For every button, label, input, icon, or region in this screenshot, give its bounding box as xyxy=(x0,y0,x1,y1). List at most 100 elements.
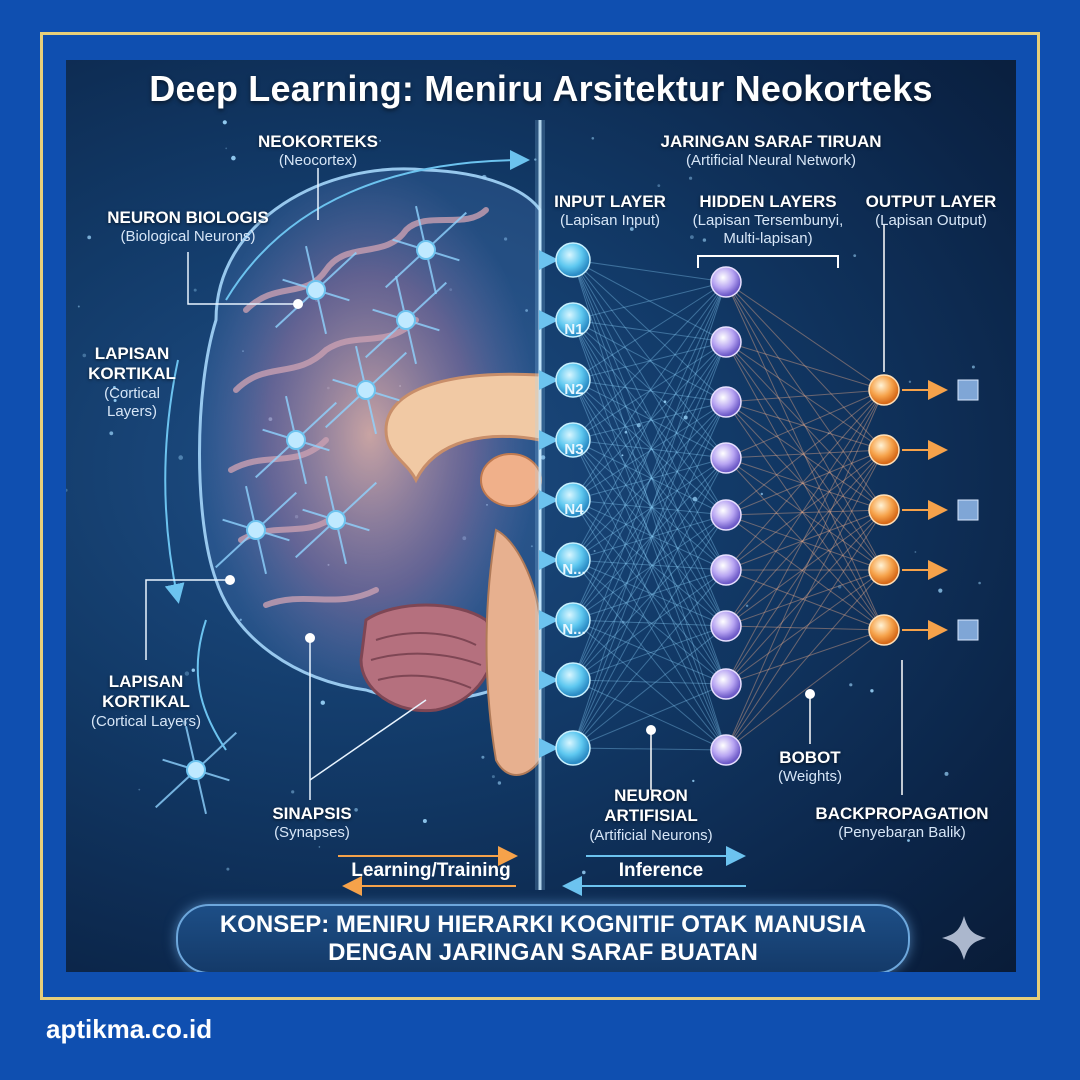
connection-line xyxy=(572,559,727,627)
star-particle xyxy=(657,184,661,187)
connection-line xyxy=(572,499,727,516)
connection-line xyxy=(572,457,727,749)
star-particle xyxy=(849,683,853,687)
connection-line xyxy=(572,281,727,501)
star-particle xyxy=(82,353,87,358)
connection-line xyxy=(725,457,885,511)
input-node-label: N... xyxy=(562,621,586,638)
connection-line xyxy=(572,559,727,685)
concept-banner: KONSEP: MENIRU HIERARKI KOGNITIF OTAK MA… xyxy=(176,904,910,972)
label-input-layer: INPUT LAYER (Lapisan Input) xyxy=(554,192,666,230)
connection-line xyxy=(572,439,727,627)
output-node xyxy=(868,434,900,466)
neuron-soma xyxy=(246,520,266,540)
star-particle xyxy=(109,431,114,436)
leader-synapse-2 xyxy=(309,699,427,781)
connection-line xyxy=(572,499,727,571)
input-node xyxy=(555,730,591,766)
connection-line xyxy=(572,341,727,621)
star-particle xyxy=(692,779,695,783)
label-biological-neurons: NEURON BIOLOGIS (Biological Neurons) xyxy=(107,208,269,246)
brain-folds xyxy=(228,207,489,608)
connection-line xyxy=(572,457,727,561)
connection-line xyxy=(725,514,885,631)
connection-line xyxy=(572,457,727,501)
connection-line xyxy=(572,379,727,571)
brain-stem xyxy=(485,528,541,776)
input-node-label: N1 xyxy=(564,321,584,338)
star-particle xyxy=(870,689,874,693)
label-cortical-layers-bottom: LAPISAN KORTIKAL (Cortical Layers) xyxy=(90,672,202,730)
connection-line xyxy=(572,259,727,685)
connection-line xyxy=(725,281,885,391)
label-synapses: SINAPSIS (Synapses) xyxy=(272,804,352,842)
connection-line xyxy=(725,509,885,627)
connection-line xyxy=(572,281,727,381)
connection-line xyxy=(572,281,727,681)
connection-line xyxy=(725,341,885,451)
hidden-node xyxy=(710,668,742,700)
star-particle xyxy=(318,846,321,848)
connection-line xyxy=(572,625,727,749)
hidden-node xyxy=(710,326,742,358)
connection-line xyxy=(725,389,885,516)
neuron-soma xyxy=(396,310,416,330)
connection-line xyxy=(572,401,727,681)
connection-line xyxy=(725,625,885,631)
site-url[interactable]: aptikma.co.id xyxy=(46,1014,213,1044)
hidden-node xyxy=(710,499,742,531)
output-node xyxy=(868,494,900,526)
star-particle xyxy=(193,288,197,292)
neuron-soma xyxy=(186,760,206,780)
connection-line xyxy=(572,679,727,685)
star-particle xyxy=(692,496,698,502)
connection-line xyxy=(572,439,727,571)
input-node xyxy=(555,482,591,518)
concept-line-2: DENGAN JARINGAN SARAF BUATAN xyxy=(328,939,758,966)
star-particle xyxy=(653,194,656,197)
star-particle xyxy=(593,550,596,552)
star-particle xyxy=(582,870,586,875)
connection-line xyxy=(725,389,885,459)
network-connections xyxy=(572,259,885,751)
star-particle xyxy=(745,604,749,607)
connection-line xyxy=(725,509,885,516)
cortical-arc-arrow xyxy=(164,359,185,604)
connection-line xyxy=(572,319,727,403)
neuron-soma xyxy=(286,430,306,450)
connection-line xyxy=(725,514,885,571)
connection-line xyxy=(572,401,727,749)
connection-line xyxy=(572,559,727,751)
connection-line xyxy=(725,341,885,511)
connection-line xyxy=(725,629,885,685)
star-particle xyxy=(540,455,546,460)
input-node-label: N3 xyxy=(564,441,584,458)
hidden-node xyxy=(710,734,742,766)
connection-line xyxy=(572,401,727,501)
star-particle xyxy=(914,551,917,553)
neuron-soma xyxy=(356,380,376,400)
input-node xyxy=(555,602,591,638)
input-node-label: N4 xyxy=(564,501,584,518)
neuron-network xyxy=(155,205,467,815)
neuron-soma xyxy=(416,240,436,260)
connection-line xyxy=(725,569,885,751)
star-particle xyxy=(938,588,943,593)
star-particle xyxy=(354,808,358,812)
star-particle xyxy=(629,227,634,231)
connection-line xyxy=(572,439,727,459)
neocortex-arc-arrow xyxy=(225,150,530,301)
connection-line xyxy=(572,319,727,571)
star-particle xyxy=(702,238,707,242)
label-ann: JARINGAN SARAF TIRUAN (Artificial Neural… xyxy=(660,132,882,170)
connection-line xyxy=(725,569,885,627)
connection-line xyxy=(572,625,727,681)
connection-line xyxy=(725,401,885,571)
label-output-layer: OUTPUT LAYER (Lapisan Output) xyxy=(865,192,997,230)
connection-line xyxy=(572,379,727,459)
connection-line xyxy=(725,457,885,631)
connection-line xyxy=(572,619,727,751)
star-particle xyxy=(320,700,325,705)
star-particle xyxy=(182,720,187,725)
